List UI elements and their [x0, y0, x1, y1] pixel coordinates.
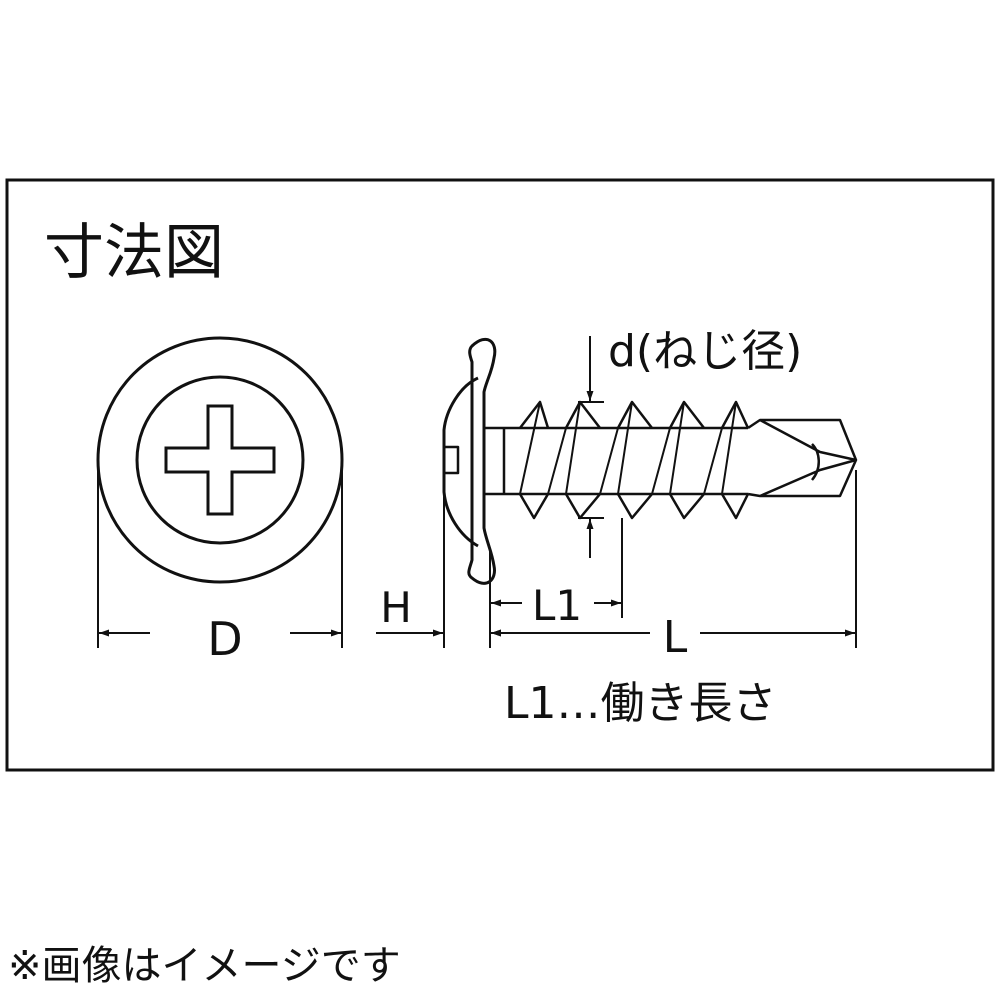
pan-head: [442, 376, 479, 548]
dimension-d: [578, 336, 604, 558]
image-disclaimer: ※画像はイメージです: [8, 943, 401, 989]
phillips-cross-icon: [164, 404, 276, 516]
label-H: H: [380, 583, 412, 632]
diagram-title: 寸法図: [44, 218, 224, 288]
extension-lines: [443, 470, 857, 648]
label-L1: L1: [532, 581, 582, 630]
recess-slot: [444, 445, 460, 475]
legend-L1-working-length: L1…働き長さ: [504, 678, 777, 729]
diagram-frame: [5, 178, 995, 772]
label-L: L: [663, 612, 688, 663]
label-d-thread-diameter: d(ねじ径): [608, 326, 802, 377]
thread-helix: [519, 401, 737, 495]
shank-outline: [502, 426, 748, 496]
screw-head-top-view: [96, 336, 344, 584]
dimension-D: [97, 462, 343, 648]
label-D: D: [207, 612, 242, 666]
washer-flange: [467, 337, 497, 585]
drill-point: [747, 418, 858, 498]
